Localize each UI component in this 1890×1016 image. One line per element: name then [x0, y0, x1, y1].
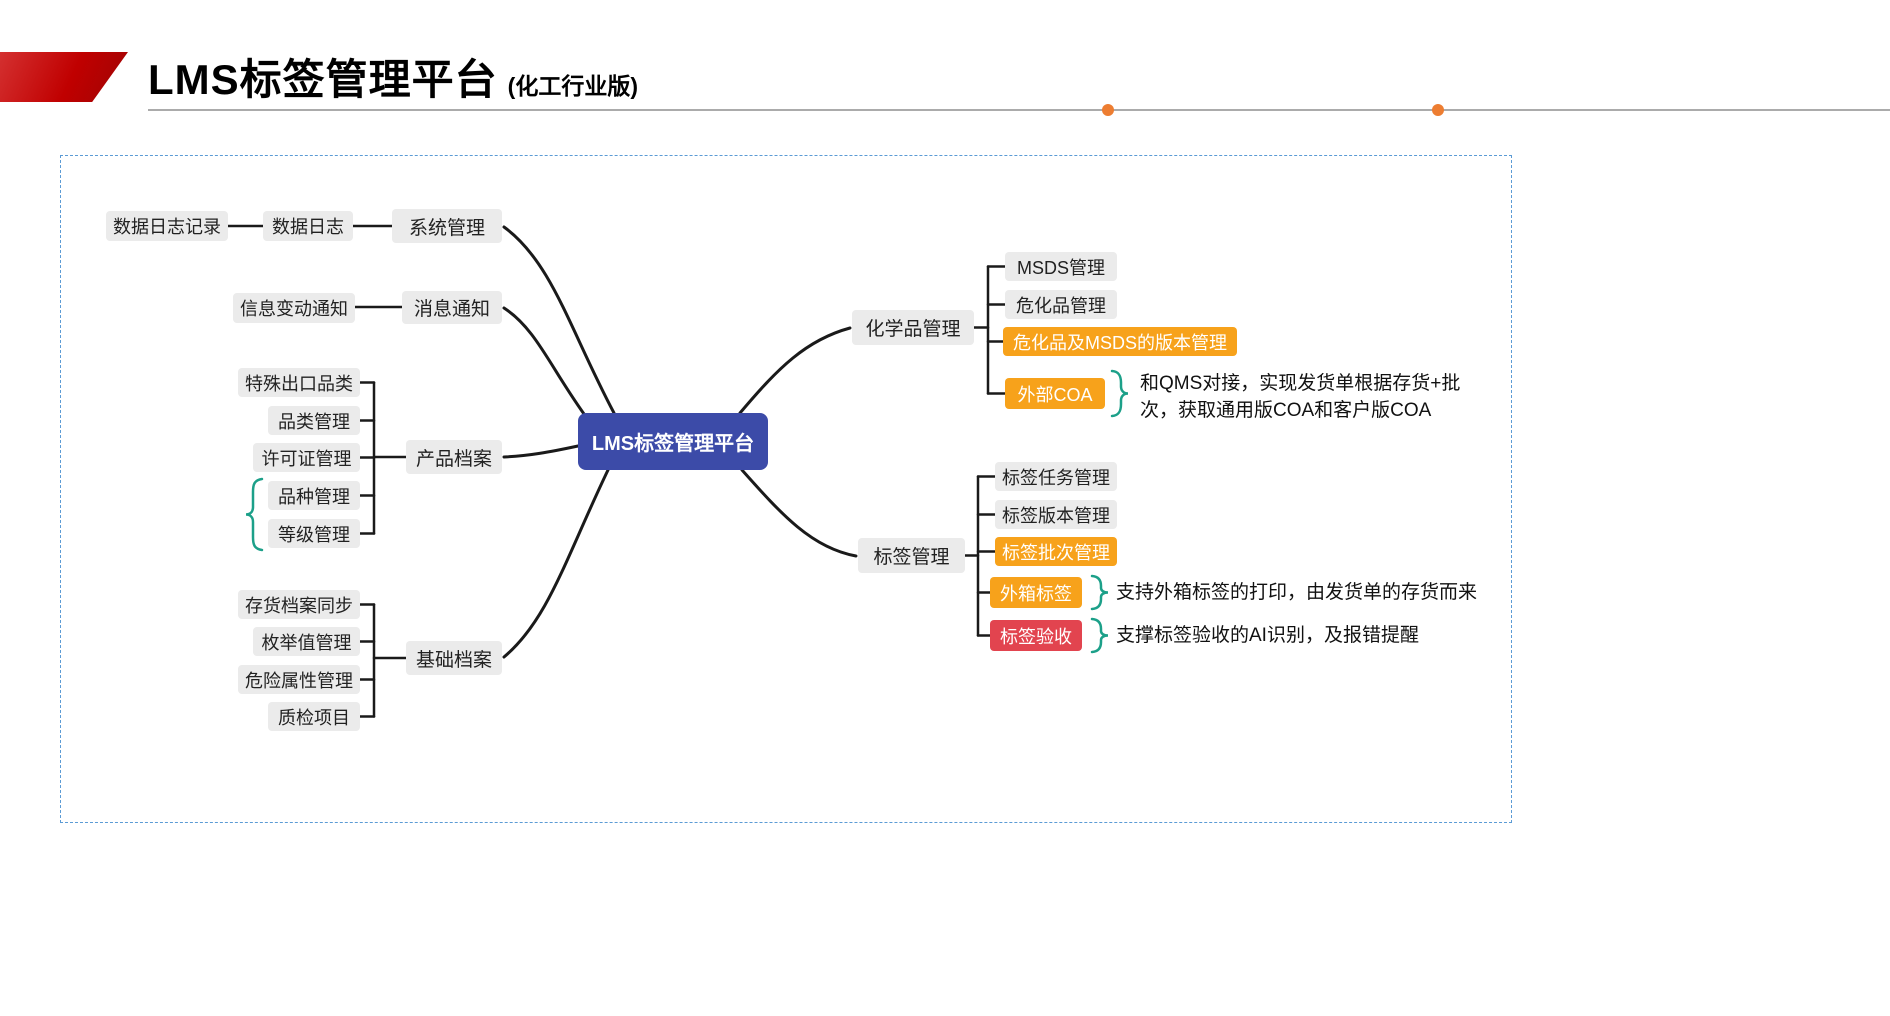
- node-data-log-record: 数据日志记录: [106, 211, 228, 241]
- node-label-task-management: 标签任务管理: [995, 462, 1117, 491]
- node-label-management: 标签管理: [858, 538, 965, 573]
- node-label-acceptance: 标签验收: [990, 620, 1082, 651]
- divider-dot-icon: [1432, 104, 1444, 116]
- node-outer-box-label: 外箱标签: [990, 577, 1082, 608]
- node-hazchem-msds-version-management: 危化品及MSDS的版本管理: [1003, 327, 1237, 356]
- node-enum-value-management: 枚举值管理: [253, 627, 360, 656]
- outer-box-label-note: 支持外箱标签的打印，由发货单的存货而来: [1116, 582, 1478, 603]
- node-special-export-category: 特殊出口品类: [238, 368, 360, 397]
- divider-dot-icon: [1102, 104, 1114, 116]
- node-qc-items: 质检项目: [268, 702, 360, 731]
- page-header: LMS标签管理平台 (化工行业版): [148, 46, 638, 107]
- node-center-lms-platform: LMS标签管理平台: [578, 413, 768, 470]
- node-variety-management: 品种管理: [268, 481, 360, 510]
- node-basic-archive: 基础档案: [406, 641, 502, 675]
- node-inventory-archive-sync: 存货档案同步: [238, 590, 360, 619]
- red-corner-banner: [0, 52, 128, 102]
- node-info-change-notification: 信息变动通知: [233, 293, 355, 323]
- node-hazard-attribute-management: 危险属性管理: [238, 665, 360, 694]
- node-label-version-management: 标签版本管理: [995, 500, 1117, 529]
- node-chemical-management: 化学品管理: [852, 310, 974, 345]
- node-grade-management: 等级管理: [268, 519, 360, 548]
- page-subtitle: (化工行业版): [507, 73, 638, 99]
- label-acceptance-note: 支撑标签验收的AI识别，及报错提醒: [1116, 625, 1419, 646]
- node-msds-management: MSDS管理: [1005, 252, 1117, 281]
- node-label-batch-management: 标签批次管理: [995, 537, 1117, 566]
- node-data-log: 数据日志: [263, 211, 353, 241]
- node-system-management: 系统管理: [392, 209, 502, 243]
- header-divider-line: [148, 109, 1890, 111]
- node-category-management: 品类管理: [268, 406, 360, 435]
- node-external-coa: 外部COA: [1005, 378, 1105, 409]
- external-coa-note: 和QMS对接，实现发货单根据存货+批次，获取通用版COA和客户版COA: [1140, 373, 1461, 421]
- node-message-notification: 消息通知: [402, 291, 502, 324]
- node-hazchem-management: 危化品管理: [1005, 290, 1117, 319]
- page-title: LMS标签管理平台: [148, 56, 498, 103]
- node-product-archive: 产品档案: [406, 440, 502, 474]
- mindmap-frame: [60, 155, 1512, 823]
- node-license-management: 许可证管理: [253, 443, 360, 472]
